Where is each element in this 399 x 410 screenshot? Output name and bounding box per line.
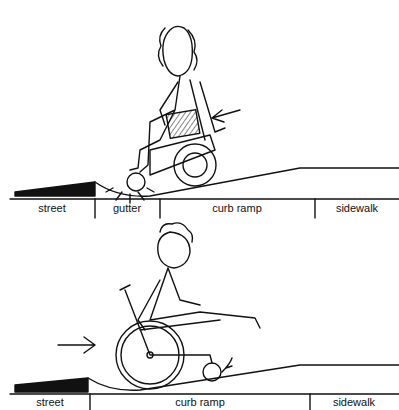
rear-wheel [174, 144, 216, 186]
strip-divider [314, 199, 315, 218]
motion-arrow-right [58, 337, 95, 353]
strip-divider [159, 199, 160, 218]
region-label: street [38, 202, 66, 215]
region-label: sidewalk [336, 202, 378, 215]
region-label: gutter [113, 202, 141, 215]
street-surface [15, 182, 95, 196]
street-surface [15, 378, 88, 392]
head [158, 232, 190, 268]
curb-ramp-profile [88, 365, 399, 390]
chair-frame [120, 285, 220, 363]
curly-hair [160, 223, 193, 242]
strip-divider [94, 199, 95, 218]
rear-wheel-hub [183, 153, 207, 177]
region-label: street [36, 396, 64, 409]
armrest-panel [166, 110, 200, 139]
impact-marks [106, 188, 154, 203]
body-legs [130, 76, 180, 172]
motion-arrow-left [212, 110, 240, 122]
label-strip-top [10, 198, 399, 199]
front-caster [203, 363, 221, 381]
front-caster [127, 173, 145, 191]
strip-divider [89, 394, 90, 410]
caster-bounce [222, 358, 232, 372]
arm [160, 82, 178, 125]
chair-base [150, 135, 215, 175]
head [163, 26, 192, 76]
strip-divider [309, 394, 310, 410]
body-legs [150, 268, 260, 328]
label-strip-top [10, 393, 399, 394]
region-label: curb ramp [175, 396, 225, 409]
region-label: sidewalk [333, 396, 375, 409]
curly-hair [158, 28, 197, 70]
region-label: curb ramp [212, 202, 262, 215]
arm [138, 280, 160, 330]
